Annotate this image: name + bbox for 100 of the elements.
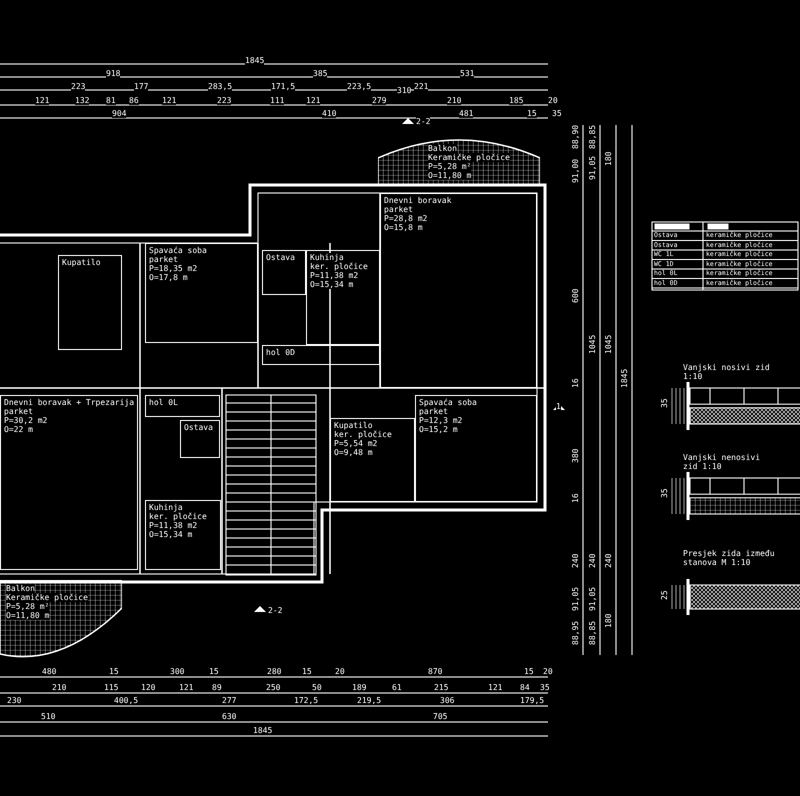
- room-spec: P=11,38 m2: [310, 271, 358, 280]
- room-spec: P=18,35 m2: [149, 264, 198, 273]
- dimension-label: 1045: [604, 334, 613, 354]
- room-spec: Keramičke pločice: [428, 153, 510, 162]
- room-area: [145, 395, 220, 417]
- dimension-label: 15: [109, 667, 119, 676]
- dimension-label: 185: [509, 96, 524, 105]
- dimension-label: 179,5: [520, 696, 544, 705]
- room-name: Kupatilo: [334, 421, 373, 430]
- room-name: Kuhinja: [149, 503, 183, 512]
- section-label: 1: [556, 402, 561, 411]
- room-area: [330, 418, 415, 502]
- dimension-label: 88,85: [588, 620, 597, 645]
- dimension-label: 35: [660, 398, 669, 408]
- room-spec: O=11,80 m: [6, 611, 50, 620]
- dimension-label: 223,5: [347, 82, 372, 91]
- dimension-label: 310: [397, 86, 412, 95]
- room-spec: O=15,34 m: [310, 280, 354, 289]
- room-name: Dnevni boravak: [384, 196, 452, 205]
- dimension-label: 88,95: [571, 620, 580, 645]
- dimension-label: 81: [106, 96, 116, 105]
- room-spec: O=15,8 m: [384, 223, 423, 232]
- section-label: 2-2: [268, 606, 282, 615]
- dimension-label: 89: [212, 683, 222, 692]
- dimension-label: 277: [222, 696, 236, 705]
- dimension-label: 111: [270, 96, 284, 105]
- room-area: [0, 395, 138, 570]
- dimension-label: 121: [162, 96, 176, 105]
- dimension-label: 240: [604, 554, 613, 568]
- room-spec: parket: [419, 407, 448, 416]
- dimension-label: 223: [71, 82, 86, 91]
- room-name: Kupatilo: [62, 258, 101, 267]
- dimension-label: 20: [543, 667, 553, 676]
- room-spec: Keramičke pločice: [6, 593, 88, 602]
- dimension-label: 20: [548, 96, 558, 105]
- dimension-label: 91,05: [588, 586, 597, 611]
- dimension-label: 480: [42, 667, 56, 676]
- dimension-label: 20: [335, 667, 345, 676]
- dimension-label: 16: [571, 493, 580, 503]
- room-name: Ostava: [266, 253, 295, 262]
- dimension-label: 630: [222, 712, 236, 721]
- room-name: Dnevni boravak + Trpezarija: [4, 398, 134, 407]
- dimension-label: 16: [571, 378, 580, 388]
- room-spec: P=12,3 m2: [419, 416, 462, 425]
- dimension-label: 50: [312, 683, 322, 692]
- room-name: hol 0D: [266, 348, 295, 357]
- room-name: Spavaća soba: [149, 246, 207, 255]
- room-name: Balkon: [428, 144, 457, 153]
- room-name: Balkon: [6, 584, 35, 593]
- dimension-label: 300: [170, 667, 184, 676]
- dimension-label: 61: [392, 683, 402, 692]
- dimension-label: 280: [267, 667, 282, 676]
- room-area: [145, 243, 258, 343]
- dimension-label: 121: [35, 96, 50, 105]
- room-spec: O=9,48 m: [334, 448, 373, 457]
- dimension-label: 121: [306, 96, 320, 105]
- room-spec: P=28,8 m2: [384, 214, 428, 223]
- dimension-label: 35: [540, 683, 550, 692]
- room-spec: parket: [4, 407, 33, 416]
- room-spec: parket: [384, 205, 413, 214]
- dimension-label: 223: [217, 96, 232, 105]
- room-spec: O=11,80 m: [428, 171, 472, 180]
- dimension-label: 705: [433, 712, 448, 721]
- dimension-label: 385: [313, 69, 328, 78]
- dimension-label: 15: [302, 667, 312, 676]
- dimension-label: 1045: [588, 334, 597, 354]
- dimension-label: 180: [604, 152, 613, 166]
- dimension-label: 240: [588, 554, 597, 568]
- dimension-label: 35: [552, 109, 562, 118]
- room-name: Ostava: [184, 423, 213, 432]
- room-spec: O=15,34 m: [149, 530, 192, 539]
- dimension-label: 177: [134, 82, 148, 91]
- room-spec: P=5,54 m2: [334, 439, 378, 448]
- dimension-label: 84: [520, 683, 530, 692]
- room-spec: ker. pločice: [310, 262, 368, 271]
- dimension-label: 283,5: [208, 82, 232, 91]
- dimension-label: 120: [141, 683, 156, 692]
- dimension-label: 132: [75, 96, 90, 105]
- dimension-label: 400,5: [114, 696, 138, 705]
- dimension-label: 531: [460, 69, 474, 78]
- dimension-label: 904: [112, 109, 126, 118]
- room-spec: O=15,2 m: [419, 425, 458, 434]
- dimension-label: 210: [52, 683, 66, 692]
- room-area: [415, 395, 537, 502]
- dimension-label: 121: [488, 683, 502, 692]
- dimension-label: 410: [322, 109, 336, 118]
- dimension-label: 600: [571, 288, 580, 303]
- dimension-label: 230: [7, 696, 22, 705]
- dimension-label: 380: [571, 448, 580, 463]
- room-area: [262, 250, 306, 295]
- room-area: [262, 345, 380, 365]
- room-spec: P=5,28 m²: [6, 602, 50, 611]
- dimension-label: 15: [524, 667, 534, 676]
- dimension-label: 510: [41, 712, 56, 721]
- room-spec: O=22 m: [4, 425, 33, 434]
- dimension-label: 306: [440, 696, 454, 705]
- dimension-label: 25: [660, 590, 669, 600]
- dimension-label: 180: [604, 614, 613, 628]
- room-spec: P=11,38 m2: [149, 521, 198, 530]
- room-spec: P=5,28 m²: [428, 162, 472, 171]
